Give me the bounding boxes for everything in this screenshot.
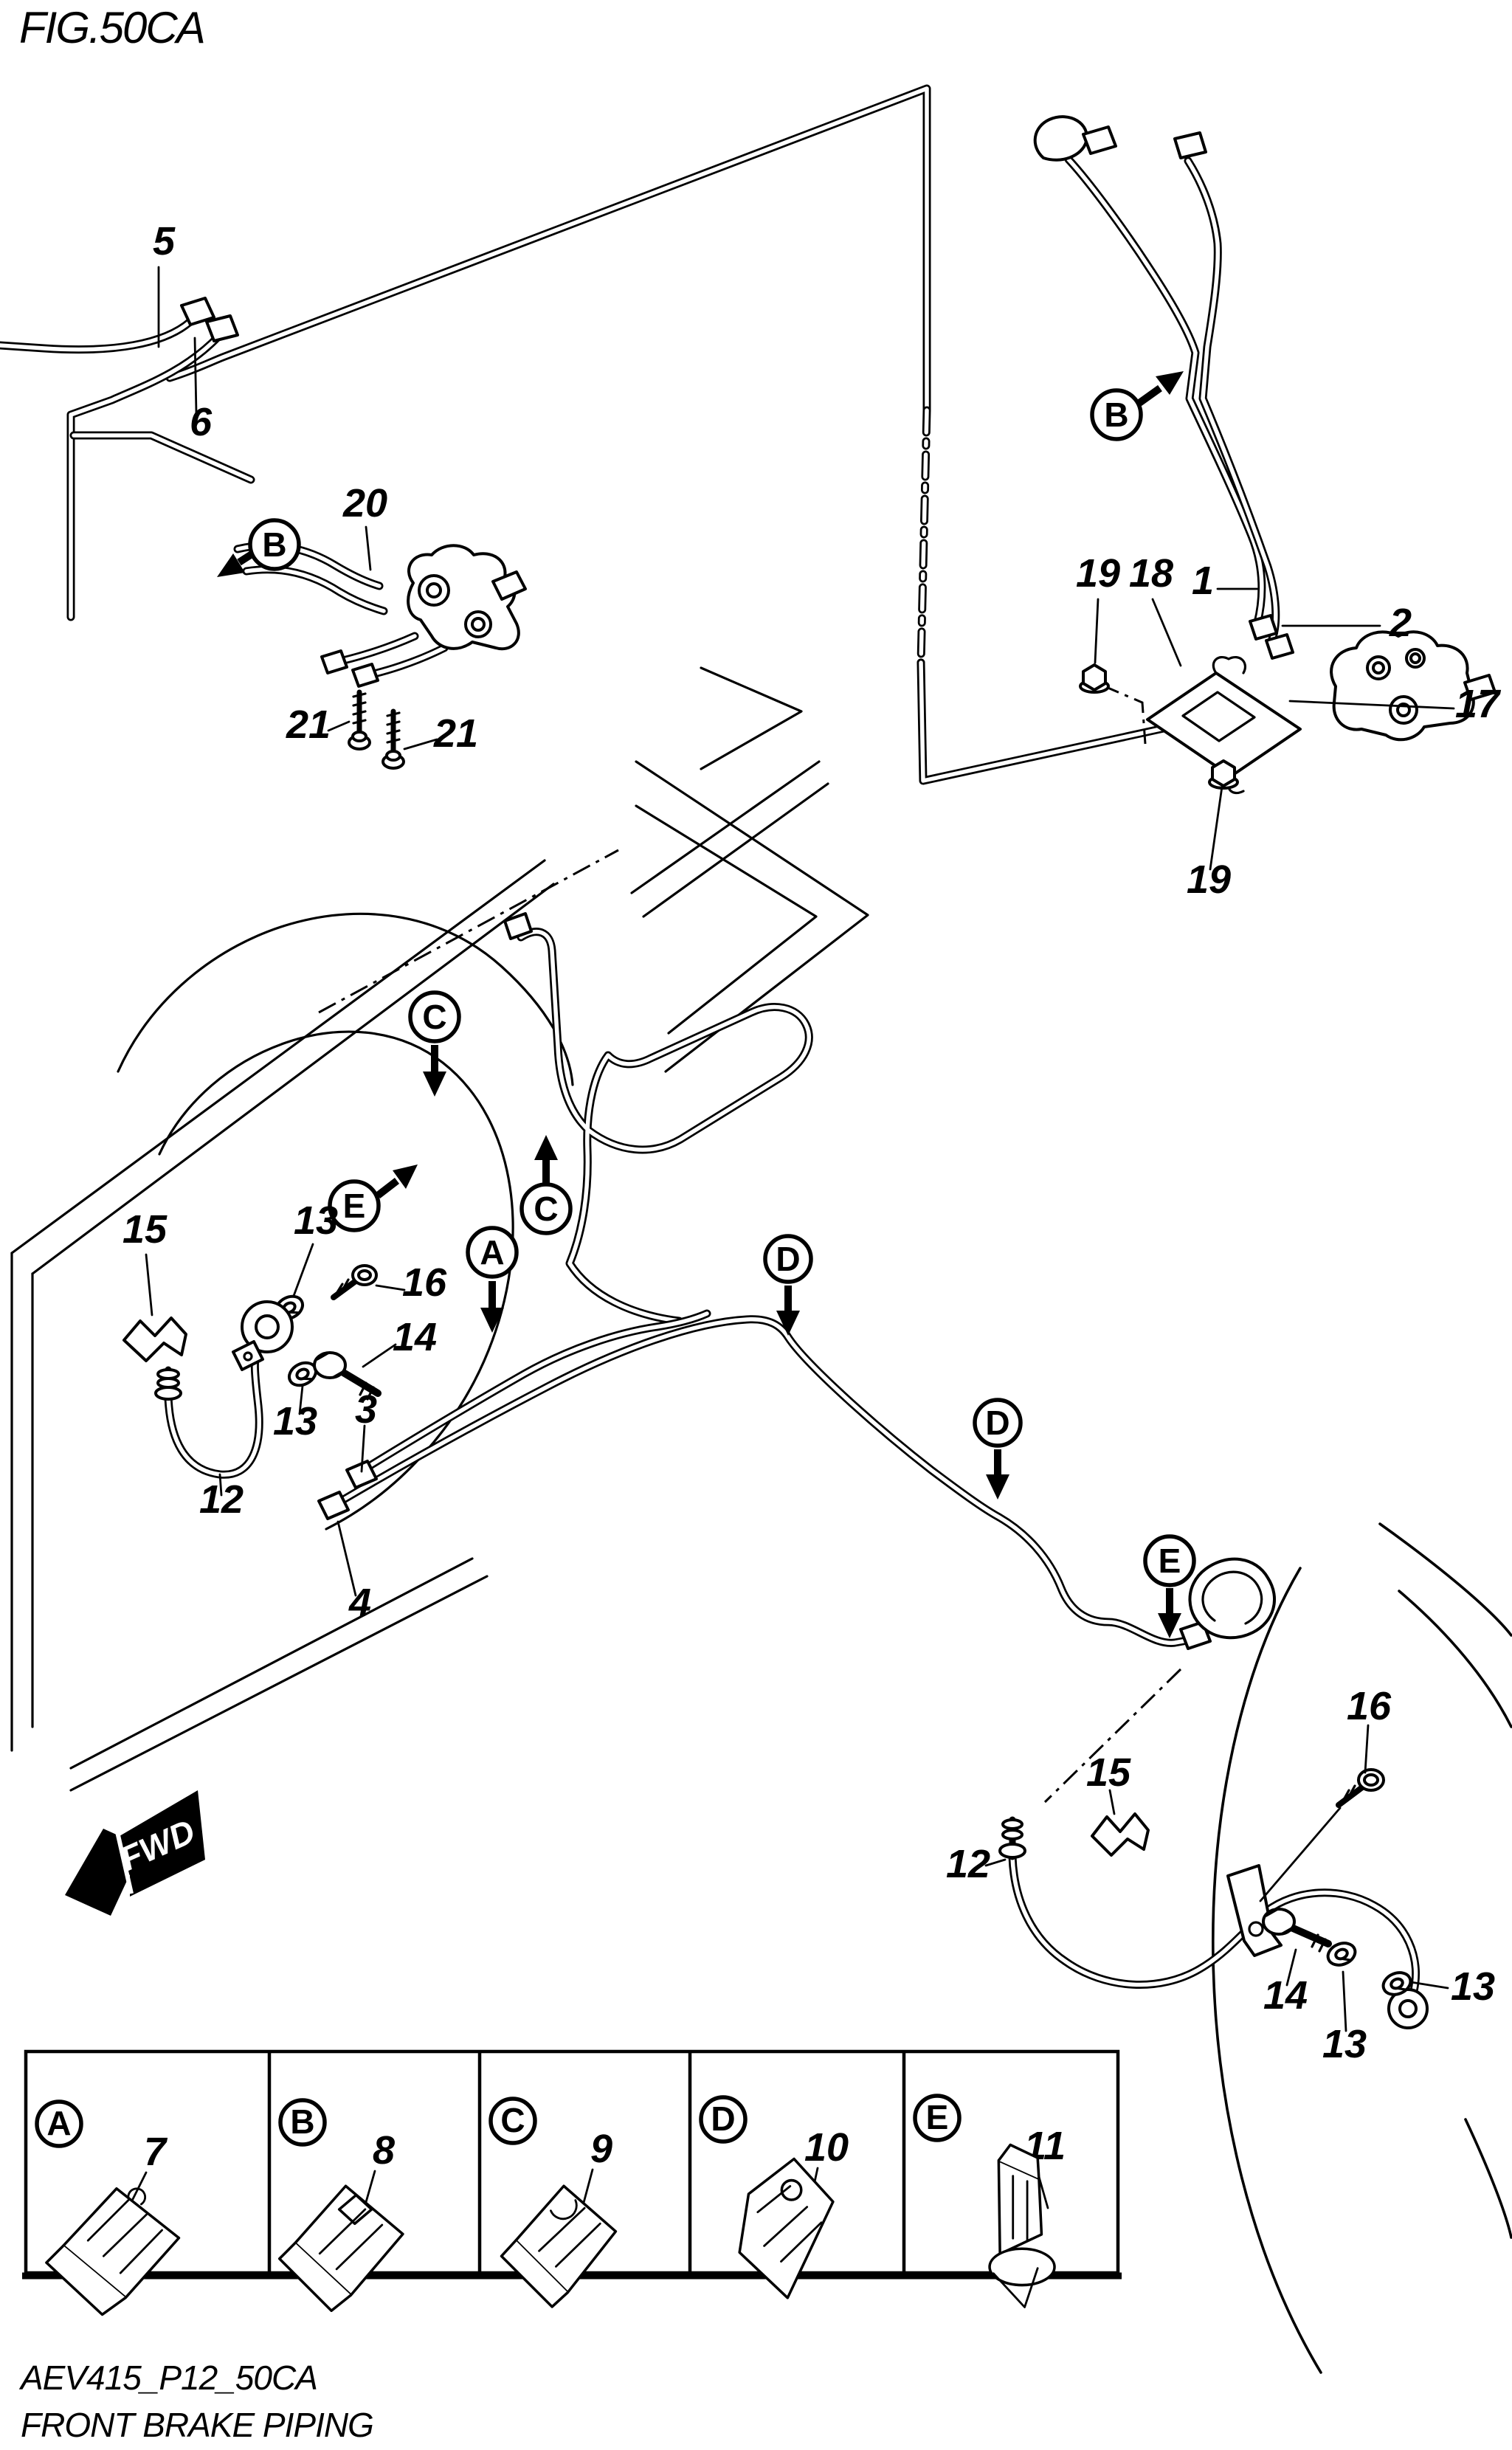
proportioning-valve-20 <box>407 544 527 651</box>
clip-15-left <box>122 1317 187 1362</box>
nut-19-upper <box>1079 663 1110 694</box>
junction-valve-17 <box>1330 630 1497 742</box>
part-number-labels: 5 6 20 21 21 19 18 1 2 17 19 15 13 16 14… <box>122 219 1502 2066</box>
label-14-right: 14 <box>1263 1973 1308 2018</box>
front-brake-hose-12-left <box>154 1300 294 1401</box>
legend-letter-B: B <box>290 2102 314 2141</box>
bracket-18 <box>1146 656 1302 795</box>
clip-7-drawing <box>45 2187 181 2316</box>
label-21-right: 21 <box>433 711 478 756</box>
label-12-left: 12 <box>199 1477 244 1522</box>
label-18: 18 <box>1129 551 1173 596</box>
callout-letter: D <box>985 1404 1009 1442</box>
callout-letter: C <box>422 998 446 1036</box>
callout-D-first: D <box>763 1234 813 1336</box>
washer-13-far-right <box>1381 1971 1412 1996</box>
label-21-left: 21 <box>286 703 331 747</box>
legend-cell-C: C 9 <box>489 2097 618 2308</box>
fwd-direction-marker: FWD <box>65 1790 205 1916</box>
washer-13-mid-right <box>1326 1942 1357 1967</box>
legend-letter-E: E <box>926 2098 949 2136</box>
bolt-14-left <box>313 1351 382 1401</box>
callout-E-right: E <box>1143 1534 1196 1638</box>
callout-letter: E <box>343 1187 366 1225</box>
label-13-bottom-right: 13 <box>1322 2022 1367 2066</box>
callout-letter: C <box>534 1190 558 1228</box>
callout-letter: B <box>262 525 286 564</box>
label-15-right: 15 <box>1086 1750 1131 1795</box>
legend-letter-D: D <box>711 2099 735 2138</box>
label-15-left: 15 <box>122 1207 168 1252</box>
label-5: 5 <box>153 219 176 263</box>
label-19-upper: 19 <box>1076 551 1120 596</box>
legend-part-10: 10 <box>804 2125 849 2170</box>
body-panel-outlines <box>10 666 869 1792</box>
label-16-right: 16 <box>1347 1684 1392 1728</box>
legend-letter-C: C <box>500 2101 525 2139</box>
label-4: 4 <box>348 1581 371 1625</box>
callout-letter: B <box>1104 396 1128 434</box>
legend-cell-B: B 8 <box>277 2098 404 2312</box>
legend-cell-A: A 7 <box>35 2099 181 2316</box>
label-17: 17 <box>1455 682 1502 726</box>
label-13-lower-left: 13 <box>273 1399 317 1443</box>
callout-E-mid: E <box>328 1164 418 1232</box>
callout-B-right: B <box>1090 371 1184 441</box>
front-brake-hose-12-right <box>998 1816 1429 2029</box>
legend-cell-E: E 11 <box>913 2094 1066 2308</box>
label-12-right: 12 <box>946 1842 990 1886</box>
clip-9-drawing <box>500 2184 618 2308</box>
label-13-far-right: 13 <box>1451 1964 1495 2009</box>
legend-cell-D: D 10 <box>699 2095 849 2299</box>
pipe-fittings <box>180 115 1294 1650</box>
callout-letter: A <box>480 1233 504 1271</box>
leader-lines <box>145 266 1455 2032</box>
footer-name: FRONT BRAKE PIPING <box>21 2406 373 2444</box>
label-20: 20 <box>342 481 387 525</box>
callout-letter: D <box>776 1240 800 1278</box>
legend-part-7: 7 <box>144 2130 168 2174</box>
figure-title: FIG.50CA <box>19 3 204 52</box>
label-14-left: 14 <box>393 1315 437 1359</box>
clip-11-drawing <box>988 2143 1056 2308</box>
callout-letter: E <box>1159 1542 1181 1580</box>
label-19-lower: 19 <box>1187 858 1231 902</box>
legend-letter-A: A <box>46 2104 71 2142</box>
bolt-21-right <box>382 708 405 770</box>
callout-D-second: D <box>973 1398 1023 1500</box>
label-3: 3 <box>355 1387 377 1432</box>
label-2: 2 <box>1389 601 1412 645</box>
label-16-left: 16 <box>402 1260 447 1305</box>
clip-10-drawing <box>738 2157 835 2299</box>
legend-table: A 7 B 8 C 9 <box>22 2049 1122 2316</box>
bolt-16-left <box>331 1264 378 1300</box>
clip-8-drawing <box>277 2184 404 2312</box>
bolt-21-left <box>348 689 371 750</box>
label-6: 6 <box>190 400 213 444</box>
callout-B-left: B <box>217 518 301 577</box>
e-ring-guide <box>1188 1557 1276 1640</box>
callout-C-top: C <box>408 990 461 1097</box>
clip-15-right <box>1091 1812 1150 1857</box>
legend-part-9: 9 <box>590 2127 612 2171</box>
footer-code: AEV415_P12_50CA <box>18 2358 317 2397</box>
callout-A: A <box>466 1226 519 1333</box>
label-13-upper-left: 13 <box>294 1198 338 1243</box>
legend-part-8: 8 <box>373 2128 395 2173</box>
label-1: 1 <box>1192 559 1214 603</box>
nut-19-lower <box>1208 759 1239 790</box>
callout-C-right: C <box>519 1135 573 1235</box>
bolt-16-right <box>1259 1768 1385 1902</box>
bolt-14-right <box>1262 1908 1332 1953</box>
